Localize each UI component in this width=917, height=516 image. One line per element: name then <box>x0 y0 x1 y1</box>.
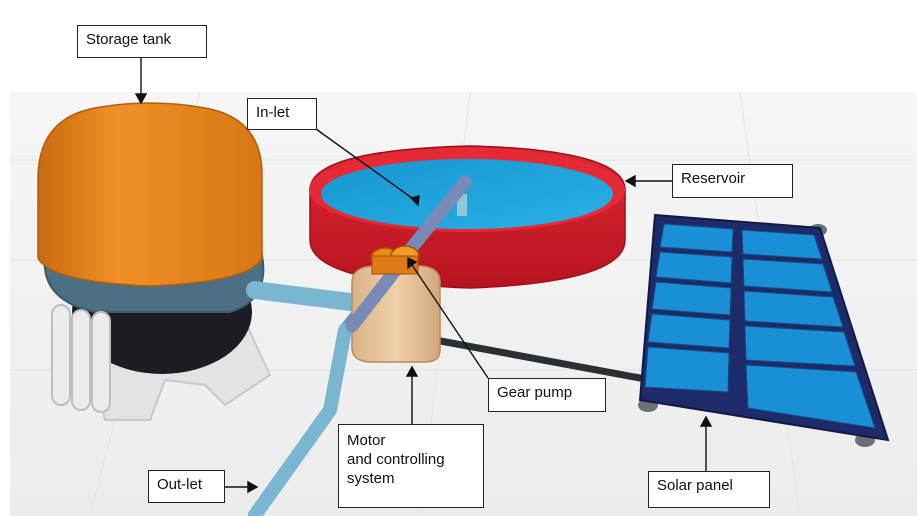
label-inlet: In-let <box>247 98 317 130</box>
storage-tank <box>37 102 272 421</box>
label-storage-tank: Storage tank <box>77 25 207 58</box>
label-solar-panel: Solar panel <box>648 471 770 508</box>
label-motor-line3: system <box>347 470 395 487</box>
tank-orange-dome <box>37 102 263 287</box>
label-motor-line1: Motor <box>347 432 386 449</box>
label-motor-controlling-system: Motor and controlling system <box>338 424 484 508</box>
pipe-tank-to-motor <box>246 281 367 312</box>
label-gear-pump: Gear pump <box>488 378 606 412</box>
solar-panel <box>638 213 890 447</box>
gear-pump <box>370 245 420 275</box>
tank-legs <box>51 304 111 413</box>
reservoir <box>309 145 626 289</box>
solar-cells <box>644 223 876 429</box>
label-outlet: Out-let <box>148 470 225 503</box>
label-motor-line2: and controlling <box>347 451 445 468</box>
inlet-nozzle <box>457 194 467 216</box>
solar-cable <box>431 336 644 382</box>
pipe-outlet <box>248 323 352 516</box>
callout-lines <box>134 58 713 494</box>
label-reservoir: Reservoir <box>672 164 793 198</box>
